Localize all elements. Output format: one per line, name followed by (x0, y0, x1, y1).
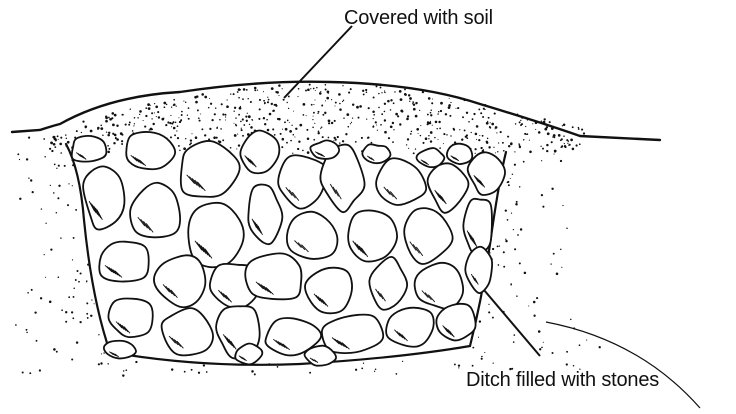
stone (130, 183, 180, 238)
stone (428, 163, 469, 212)
stone (108, 298, 152, 337)
stone (416, 148, 444, 167)
stone (248, 185, 282, 245)
stone (447, 144, 472, 164)
stone (240, 130, 279, 173)
stone (305, 268, 352, 314)
stone (404, 208, 452, 264)
stone (72, 136, 107, 162)
stone (376, 158, 426, 205)
stone (104, 341, 136, 359)
stone (99, 242, 148, 282)
stone (463, 199, 492, 254)
ground-surface-line (12, 82, 660, 140)
ditch-label: Ditch filled with stones (466, 370, 659, 390)
stones (72, 130, 505, 365)
pointer-curve (546, 322, 700, 408)
stone (181, 141, 240, 197)
stone (415, 263, 463, 309)
stone (386, 308, 434, 347)
leader-line-ditch (484, 290, 540, 356)
stone (162, 308, 213, 355)
stone (126, 132, 175, 169)
stone (287, 212, 338, 259)
stone (154, 255, 205, 307)
stone (322, 315, 383, 353)
stone (310, 140, 339, 158)
stone (83, 166, 124, 229)
stone (465, 247, 492, 293)
stone (436, 304, 475, 341)
stone (348, 210, 397, 261)
stone (369, 257, 407, 310)
leader-line-soil (284, 26, 352, 98)
stone (362, 144, 390, 163)
stone (245, 253, 301, 299)
soil-cover-label: Covered with soil (344, 8, 493, 28)
